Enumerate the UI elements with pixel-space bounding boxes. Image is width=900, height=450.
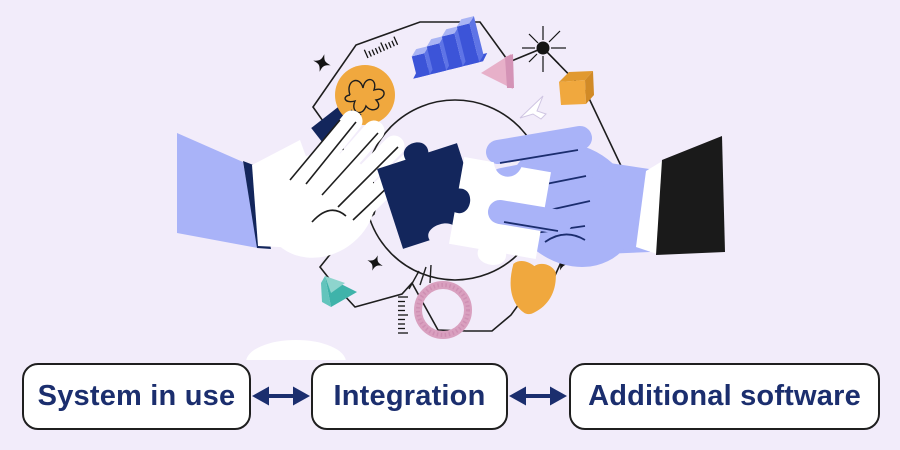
teal-cone-icon <box>321 276 357 307</box>
shield-icon <box>510 261 556 315</box>
sparkle-icon <box>367 255 383 271</box>
scribble-ring-icon <box>414 281 472 339</box>
flow-box-additional-software: Additional software <box>569 363 880 430</box>
integration-illustration <box>177 16 725 360</box>
sparkle-icon <box>313 54 331 72</box>
flow-box-label: Additional software <box>588 380 861 412</box>
cube-icon <box>559 71 594 105</box>
flow-box-label: System in use <box>37 380 236 412</box>
cursor-arrow-icon <box>519 95 547 120</box>
ruler-marks-icon <box>363 36 399 59</box>
flow-box-label: Integration <box>333 380 486 412</box>
ruler-marks-icon <box>398 296 408 334</box>
white-blob <box>246 340 346 360</box>
flow-box-system-in-use: System in use <box>22 363 251 430</box>
right-thumb <box>488 200 572 234</box>
left-hand <box>177 110 421 258</box>
starburst-icon <box>522 26 566 72</box>
pink-cone-icon <box>481 54 514 89</box>
flow-box-integration: Integration <box>311 363 508 430</box>
bar-chart-icon <box>411 16 488 79</box>
rays-icon <box>408 264 432 290</box>
double-arrow-icon <box>509 386 567 406</box>
double-arrow-icon <box>252 386 310 406</box>
